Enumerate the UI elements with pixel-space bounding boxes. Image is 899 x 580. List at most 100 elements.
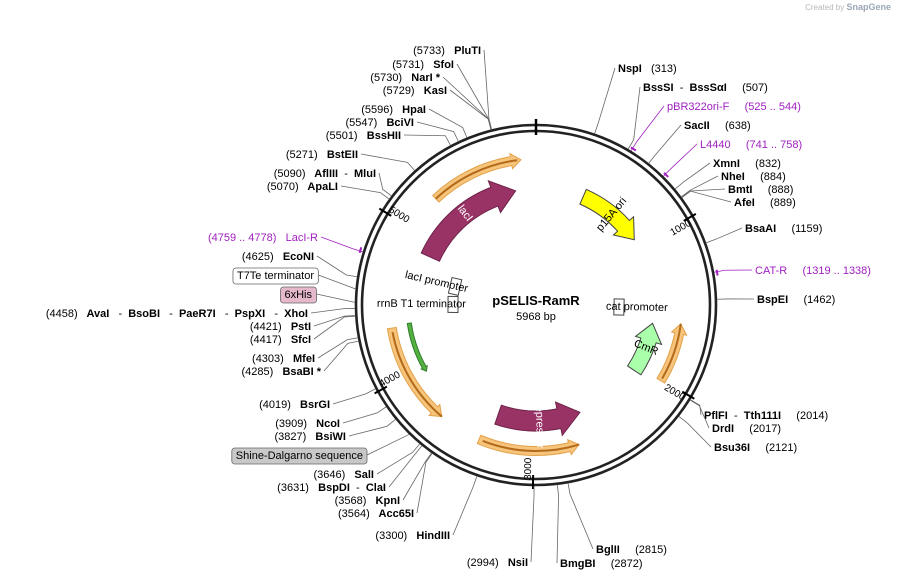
site-right-11: BspEI (1462) bbox=[716, 294, 835, 306]
plasmid-name: pSELIS-RamR bbox=[492, 293, 580, 308]
site-right-10: CAT-R (1319 .. 1338) bbox=[713, 265, 871, 277]
site-right-14: Bsu36I (2121) bbox=[678, 415, 797, 454]
site-label: (5730) NarI * bbox=[370, 72, 440, 84]
enzyme-name: SalI bbox=[345, 469, 374, 481]
site-left-14: (4417) SfcI bbox=[250, 315, 356, 346]
site-label: BmgBI (2872) bbox=[560, 558, 643, 570]
tick-label-3000: 3000 bbox=[523, 457, 534, 480]
site-label: BssSI - BssSαI (507) bbox=[643, 82, 768, 94]
site-position: (4625) bbox=[242, 251, 274, 263]
site-position: (2872) bbox=[595, 558, 642, 570]
site-label: SacII (638) bbox=[684, 120, 751, 132]
site-label: BsaAI (1159) bbox=[745, 223, 822, 235]
site-label: (3564) Acc65I bbox=[338, 508, 414, 520]
site-label: (4421) PstI bbox=[250, 321, 311, 333]
site-left-10: (4759 .. 4778) LacI-R bbox=[208, 232, 364, 254]
site-left-22: (3568) KpnI bbox=[335, 452, 432, 507]
site-position: (2121) bbox=[750, 442, 797, 454]
site-position: (5090) bbox=[274, 168, 306, 180]
enzyme-name: DrdI bbox=[712, 423, 734, 435]
feature-p15a-ori bbox=[579, 188, 635, 241]
enzyme-name: PluTI bbox=[445, 45, 481, 57]
enzyme-name: KpnI bbox=[366, 495, 400, 507]
leader-line bbox=[388, 445, 423, 488]
orange-arrow-core-3 bbox=[391, 332, 443, 418]
enzyme-name: PstI bbox=[282, 321, 311, 333]
site-right-8: AfeI (889) bbox=[681, 190, 796, 209]
site-position: (5729) bbox=[383, 85, 415, 97]
site-left-16: (4285) BsaBI * bbox=[242, 340, 359, 378]
site-label: (5090) AflIII - MluI bbox=[274, 168, 376, 180]
site-position: (507) bbox=[727, 82, 768, 94]
enzyme-name: NsiI bbox=[499, 557, 528, 569]
enzyme-name: BsoBI bbox=[128, 308, 160, 320]
glyph-cat-promoter bbox=[613, 298, 625, 316]
site-right-15: BglII (2815) bbox=[567, 483, 667, 556]
site-position: (4458) bbox=[46, 308, 78, 320]
enzyme-name: KasI bbox=[415, 85, 447, 97]
site-position: (2815) bbox=[620, 544, 667, 556]
site-right-16: BmgBI (2872) bbox=[556, 484, 643, 570]
snapgene-logo-text: SnapGene bbox=[846, 2, 891, 12]
site-position: (3568) bbox=[335, 495, 367, 507]
primer-mark bbox=[630, 146, 637, 152]
leader-line bbox=[316, 293, 356, 303]
tick-mark-4000 bbox=[374, 385, 388, 395]
site-position: - bbox=[160, 308, 179, 320]
site-right-3: SacII (638) bbox=[648, 120, 751, 164]
enzyme-name: BspDI bbox=[309, 482, 350, 494]
orange-arrow-core-0 bbox=[435, 159, 518, 200]
site-left-9: (5070) ApaLI bbox=[267, 181, 390, 200]
site-label: (3568) KpnI bbox=[335, 495, 400, 507]
site-right-7: BmtI (888) bbox=[681, 184, 793, 198]
leader-line bbox=[530, 485, 535, 563]
leader-line bbox=[403, 134, 451, 146]
enzyme-name: PaeR7I bbox=[179, 308, 216, 320]
site-position: (2014) bbox=[781, 410, 828, 422]
leader-line bbox=[318, 274, 356, 290]
site-left-0: (5733) PluTI bbox=[413, 45, 493, 130]
site-left-11: (4625) EcoNI bbox=[242, 251, 358, 278]
enzyme-name: NcoI bbox=[307, 418, 340, 430]
boxed-label-1: 6xHis bbox=[280, 286, 356, 304]
site-label: BglII (2815) bbox=[596, 544, 667, 556]
site-position: (884) bbox=[745, 171, 786, 183]
sites-layer: NspI (313)BssSI - BssSαI (507) pBR322ori-… bbox=[46, 45, 871, 570]
site-position: (1159) bbox=[776, 223, 822, 235]
site-position: (3646) bbox=[313, 469, 345, 481]
site-position: (3827) bbox=[274, 431, 306, 443]
leader-line bbox=[416, 121, 459, 142]
site-position: (638) bbox=[710, 120, 751, 132]
enzyme-name: AfeI bbox=[734, 197, 755, 209]
leader-line bbox=[342, 406, 387, 424]
site-right-2: pBR322ori-F (525 .. 544) bbox=[630, 101, 801, 152]
leader-line bbox=[705, 227, 743, 244]
enzyme-name: Tth111I bbox=[744, 410, 781, 422]
leader-line bbox=[313, 315, 356, 340]
leader-line bbox=[402, 452, 432, 501]
site-left-6: (5501) BssHII bbox=[326, 130, 451, 146]
leader-line bbox=[648, 124, 682, 164]
orange-arrow-3 bbox=[386, 326, 443, 418]
boxed-label-frame bbox=[231, 447, 368, 465]
feature-rrnb-wide-terminator bbox=[406, 322, 428, 372]
leader-line bbox=[366, 433, 410, 456]
site-right-0: NspI (313) bbox=[594, 63, 677, 134]
site-label: (3631) BspDI - ClaI bbox=[277, 482, 386, 494]
orange-arrow-0 bbox=[432, 152, 522, 203]
leader-line bbox=[332, 388, 376, 405]
feature-label-lambda-repressor: λ repressor bbox=[533, 393, 547, 449]
leader-line bbox=[416, 453, 433, 514]
enzyme-name: XmnI bbox=[713, 158, 740, 170]
enzyme-name: BmgBI bbox=[560, 558, 595, 570]
site-left-3: (5729) KasI bbox=[383, 85, 492, 130]
site-label: PflFI - Tth111I (2014) bbox=[704, 410, 828, 422]
primer-label: pBR322ori-F (525 .. 544) bbox=[667, 101, 801, 113]
site-left-7: (5271) BstEII bbox=[286, 149, 416, 171]
site-position: (4019) bbox=[259, 399, 291, 411]
site-label: (5547) BciVI bbox=[346, 117, 414, 129]
enzyme-name: XhoI bbox=[284, 308, 308, 320]
site-position: (5596) bbox=[361, 104, 393, 116]
site-position: (5731) bbox=[392, 59, 424, 71]
